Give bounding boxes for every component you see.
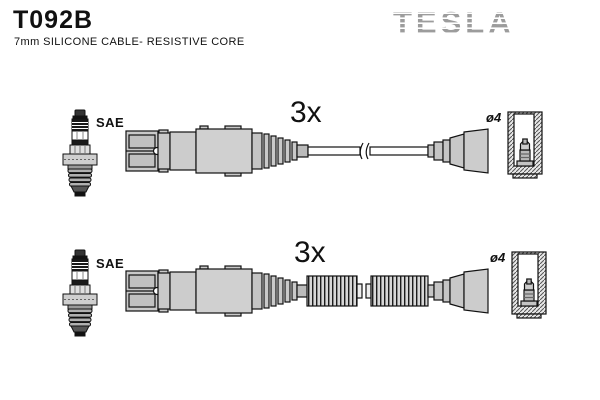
terminal-diameter-label: ø4 bbox=[486, 110, 502, 125]
brand-logo: TESLA bbox=[393, 5, 515, 40]
plug-standard-label: SAE bbox=[96, 256, 125, 271]
spark-plug-icon bbox=[62, 249, 98, 337]
terminal-cap-cross-section bbox=[507, 111, 543, 179]
plug-boot-connector bbox=[125, 125, 309, 177]
plug-boot-connector bbox=[125, 265, 309, 317]
corrugated-cable bbox=[306, 275, 429, 307]
plug-standard-label: SAE bbox=[96, 115, 125, 130]
terminal-cap-cross-section bbox=[511, 251, 547, 319]
terminal-diameter-label: ø4 bbox=[490, 250, 506, 265]
cable-kit-row-bottom bbox=[62, 249, 547, 337]
brand-logo-text: TESLA bbox=[393, 5, 515, 40]
quantity-label: 3x bbox=[290, 96, 322, 129]
smooth-cable bbox=[307, 142, 429, 160]
product-subtitle: 7mm SILICONE CABLE- RESISTIVE CORE bbox=[14, 36, 245, 48]
distributor-connector bbox=[427, 268, 489, 314]
quantity-label: 3x bbox=[294, 236, 326, 269]
cable-kit-row-top bbox=[62, 109, 543, 197]
distributor-connector bbox=[427, 128, 489, 174]
spark-plug-icon bbox=[62, 109, 98, 197]
part-number: T092B bbox=[13, 6, 94, 34]
